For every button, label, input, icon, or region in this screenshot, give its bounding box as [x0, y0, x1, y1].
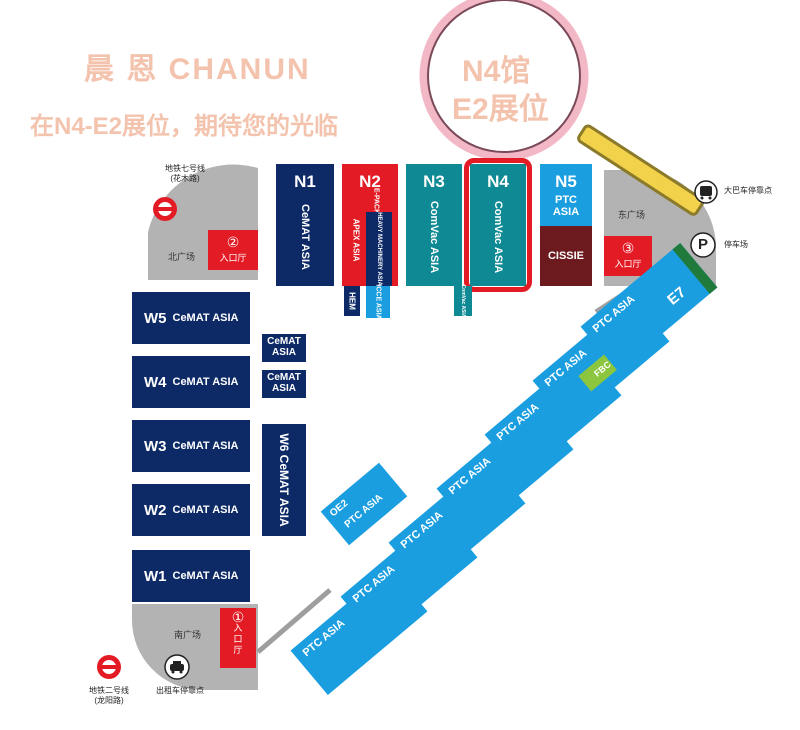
heavy-machinery-block: HEAVY MACHINERY ASIA — [366, 212, 392, 286]
hall-n5-id: N5 — [555, 172, 577, 191]
hall-n3-id: N3 — [423, 172, 445, 191]
metro-icon-bottom — [97, 655, 121, 679]
hall-w6-exhibitor: CeMAT ASIA — [277, 454, 291, 527]
magnifier-handle — [577, 124, 705, 216]
hall-n2-exhibitor: APEX ASIA — [351, 218, 361, 262]
hall-icce[interactable]: ICCE ASIA — [366, 284, 390, 320]
magnifier-hall: N4馆 — [462, 55, 531, 88]
metro-line2-label: 地铁二号线(龙阳路) — [89, 686, 129, 705]
hall-hem[interactable]: HEM — [344, 286, 360, 316]
cissie-block: CISSIE — [540, 226, 592, 286]
hall-n2-epack: E-PACK — [372, 187, 380, 214]
booth-invitation: 在N4-E2展位，期待您的光临 — [30, 113, 339, 140]
w-annex-2[interactable]: CeMAT ASIA — [262, 370, 306, 398]
hall-n5-exhibitor: PTC ASIA — [552, 194, 580, 218]
magnifier-booth: E2展位 — [452, 93, 549, 126]
hall-n1[interactable]: N1 CeMAT ASIA — [276, 164, 334, 286]
hall-n2[interactable]: N2 E-PACK APEX ASIA HEAVY MACHINERY ASIA — [342, 164, 398, 286]
hall-n3[interactable]: N3 ComVac ASIA — [406, 164, 462, 286]
parking-label: 停车场 — [724, 240, 748, 249]
hall-n3-exhibitor: ComVac ASIA — [428, 201, 440, 274]
hall-comvac-annex[interactable]: ComVac ASIA — [454, 285, 472, 317]
taxi-icon — [164, 654, 190, 680]
bus-icon — [694, 180, 718, 204]
east-plaza-label: 东广场 — [618, 210, 646, 220]
hall-w6[interactable]: W6 CeMAT ASIA — [262, 424, 306, 536]
parking-symbol: P — [697, 236, 708, 253]
hall-n2-id: N2 — [359, 172, 381, 191]
hall-w6-id: W6 — [277, 433, 291, 452]
w-annex-1[interactable]: CeMAT ASIA — [262, 334, 306, 362]
bus-stop-label: 大巴车停靠点 — [724, 186, 772, 195]
hall-n1-id: N1 — [294, 172, 316, 191]
north-plaza-label: 北广场 — [168, 252, 196, 262]
magnifier-lens — [419, 0, 589, 161]
parking-icon — [690, 232, 716, 258]
hall-n1-exhibitor: CeMAT ASIA — [299, 204, 311, 271]
hall-n4[interactable]: N4 ComVac ASIA — [470, 164, 526, 286]
taxi-stop-label: 出租车停靠点 — [156, 686, 204, 695]
hall-n5[interactable]: N5 PTC ASIA CISSIE — [540, 164, 592, 286]
metro-icon-top — [153, 197, 177, 221]
metro-line7-label: 地铁七号线(花木路) — [165, 164, 205, 183]
company-name: 晨 恩 CHANUN — [84, 53, 311, 86]
hall-n4-id: N4 — [487, 172, 509, 191]
south-plaza-label: 南广场 — [174, 630, 202, 640]
hall-n4-highlight — [464, 158, 532, 292]
